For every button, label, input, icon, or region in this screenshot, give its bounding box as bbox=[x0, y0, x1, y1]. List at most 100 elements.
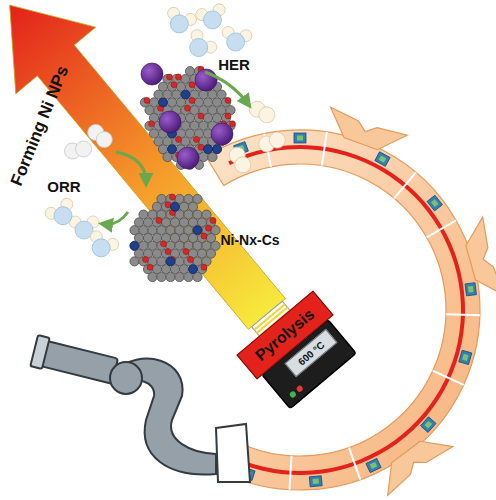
oxygen-atom bbox=[189, 82, 195, 88]
oxygen-atom bbox=[51, 203, 76, 228]
reaction-arrow bbox=[116, 152, 146, 182]
sample-tile bbox=[459, 350, 472, 364]
oxygen-atom bbox=[189, 97, 195, 103]
tile-frame bbox=[366, 458, 381, 472]
oxygen-atom bbox=[165, 202, 171, 208]
eyepiece-cap bbox=[30, 335, 49, 369]
oxygen-molecule bbox=[84, 121, 115, 151]
carbon-lattice bbox=[130, 194, 220, 282]
sample-tile bbox=[465, 283, 476, 296]
sample-tile bbox=[366, 458, 381, 472]
nitrogen-atom bbox=[213, 145, 222, 154]
microscope-stage bbox=[216, 424, 250, 482]
sample-tile bbox=[421, 417, 436, 433]
molecules bbox=[43, 3, 288, 263]
progress-arrow bbox=[0, 0, 316, 358]
nitrogen-atom bbox=[189, 265, 198, 274]
nitrogen-atom bbox=[193, 226, 202, 235]
oxygen-atom bbox=[149, 121, 155, 127]
tile-frame bbox=[459, 350, 472, 364]
oxygen-atom bbox=[170, 194, 176, 200]
oxygen-atom bbox=[186, 35, 211, 60]
oxygen-atom bbox=[194, 136, 200, 142]
tile-sample bbox=[424, 421, 432, 429]
oxygen-atom bbox=[171, 82, 177, 88]
carbon-atom bbox=[170, 202, 179, 211]
ring-segment-line bbox=[394, 172, 416, 198]
nitrogen-atom bbox=[159, 98, 168, 107]
oxygen-atom bbox=[156, 217, 162, 223]
ring-branch bbox=[466, 217, 496, 295]
nickel-nanoparticle bbox=[141, 63, 163, 85]
oxygen-atom bbox=[230, 121, 236, 127]
carbon-atom bbox=[193, 272, 202, 281]
reaction-label: HER bbox=[218, 56, 250, 73]
tile-sample bbox=[462, 354, 468, 361]
carbon-atom bbox=[208, 152, 217, 161]
microscope-eyepiece bbox=[38, 340, 118, 384]
tile-frame bbox=[427, 195, 442, 211]
carbon-atom bbox=[193, 226, 202, 235]
oxygen-atom bbox=[144, 97, 150, 103]
nickel-nanoparticle bbox=[159, 111, 181, 133]
oxygen-atom bbox=[201, 264, 207, 270]
carbon-atom bbox=[175, 272, 184, 281]
sample-tile bbox=[309, 476, 322, 487]
tile-sample bbox=[379, 155, 387, 162]
tile-sample bbox=[370, 462, 378, 469]
water-molecule bbox=[43, 196, 80, 231]
site-label: Ni-Nx-Cs bbox=[220, 232, 279, 248]
carbon-atom bbox=[148, 272, 157, 281]
hydrogen-molecule bbox=[246, 98, 278, 125]
ring-branch bbox=[331, 107, 408, 149]
reaction-label: ORR bbox=[47, 178, 80, 195]
oxygen-atom bbox=[176, 74, 182, 80]
sample-tile bbox=[427, 195, 442, 211]
oxygen-atom bbox=[210, 217, 216, 223]
sample-tile bbox=[294, 133, 306, 143]
water-molecule bbox=[181, 27, 219, 64]
carbon-atom bbox=[167, 145, 176, 154]
carbon-atom bbox=[158, 98, 167, 107]
oxygen-atom bbox=[198, 113, 204, 119]
oxygen-atom bbox=[201, 9, 223, 31]
oxygen-atom bbox=[201, 233, 207, 239]
oxygen-atom bbox=[168, 12, 191, 35]
microscope-symbol bbox=[30, 335, 250, 482]
tile-sample bbox=[297, 136, 303, 141]
nitrogen-atom bbox=[168, 145, 177, 154]
carbon-atom bbox=[166, 257, 175, 266]
carbon-atom bbox=[166, 272, 175, 281]
hydrogen-molecule bbox=[256, 130, 287, 154]
carbon-atom bbox=[163, 152, 172, 161]
arrow-shape bbox=[0, 0, 307, 347]
carbon-atom bbox=[181, 90, 190, 99]
carbon-atom bbox=[130, 241, 139, 250]
nitrogen-atom bbox=[204, 145, 213, 154]
atom bbox=[232, 154, 254, 176]
nitrogen-atom bbox=[166, 257, 175, 266]
status-light bbox=[296, 385, 304, 393]
tile-sample bbox=[468, 286, 474, 293]
water-molecule bbox=[84, 229, 121, 263]
carbon-atom bbox=[212, 145, 221, 154]
carbon-atom bbox=[130, 257, 139, 266]
nitrogen-atom bbox=[181, 90, 190, 99]
tile-frame bbox=[465, 283, 476, 296]
oxygen-atom bbox=[89, 236, 113, 260]
carbon-atom bbox=[157, 272, 166, 281]
carbon-atom bbox=[184, 272, 193, 281]
reaction-arrow bbox=[104, 212, 128, 224]
nickel-nanoparticle bbox=[211, 123, 233, 145]
nickel-nanoparticle bbox=[177, 147, 199, 169]
tile-sample bbox=[313, 479, 319, 485]
oxygen-atom bbox=[167, 74, 173, 80]
tile-frame bbox=[294, 133, 306, 143]
ring-segment-line bbox=[322, 132, 327, 166]
ring-branch bbox=[388, 441, 453, 495]
reaction-arrow bbox=[205, 72, 248, 104]
oxygen-atom bbox=[143, 256, 149, 262]
ring-segment-line bbox=[349, 448, 360, 480]
oxygen-atom bbox=[176, 136, 182, 142]
status-light bbox=[289, 390, 297, 398]
